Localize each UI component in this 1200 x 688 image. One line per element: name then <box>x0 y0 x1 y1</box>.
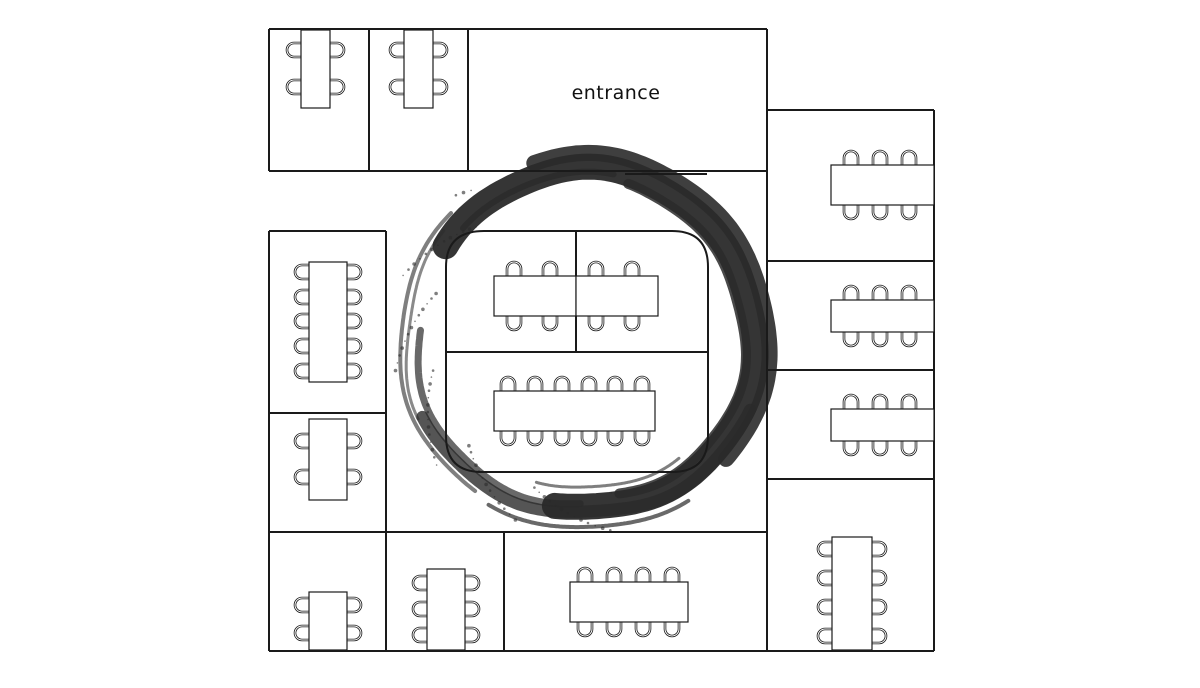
ink-speck <box>542 495 547 499</box>
ink-speck <box>424 252 428 256</box>
ink-speck <box>497 501 502 505</box>
table <box>575 275 659 317</box>
walls <box>268 28 935 652</box>
ink-speck <box>430 447 435 452</box>
table <box>300 29 331 109</box>
ink-speck <box>427 389 431 393</box>
table <box>569 581 689 623</box>
ink-speck <box>433 456 436 459</box>
ink-speck <box>426 403 430 407</box>
table <box>830 408 935 442</box>
ink-speck <box>437 244 439 246</box>
ink-speck <box>435 464 438 466</box>
ink-stroke <box>526 144 778 467</box>
ink-speck <box>448 235 453 240</box>
ink-speck <box>461 230 465 233</box>
ink-speck <box>426 425 431 429</box>
ink-speck <box>474 463 478 468</box>
ink-stroke <box>614 178 752 499</box>
ink-speck <box>484 482 488 487</box>
ink-speck <box>417 313 421 317</box>
ink-speck <box>600 526 605 530</box>
table <box>308 261 348 383</box>
ink-speck <box>427 418 429 421</box>
ink-speck <box>559 507 564 512</box>
ink-speck <box>470 189 472 192</box>
ink-speck <box>414 320 416 323</box>
ink-speck <box>493 496 496 498</box>
ink-speck <box>610 491 613 494</box>
ink-stroke <box>486 498 691 530</box>
ink-speck <box>454 193 458 197</box>
ink-speck <box>412 262 416 266</box>
ink-speck <box>554 504 557 507</box>
entrance-label: entrance <box>572 82 661 104</box>
table <box>830 164 935 206</box>
table <box>830 299 935 333</box>
ink-speck <box>396 362 399 364</box>
ink-speck <box>456 233 458 236</box>
ink-speck <box>467 443 471 448</box>
ink-speck <box>428 382 432 386</box>
ink-speck <box>488 489 492 492</box>
ink-speck <box>594 524 596 527</box>
ink-speck <box>407 268 410 271</box>
ink-speck <box>430 247 434 252</box>
ink-speck <box>427 396 430 399</box>
ink-speck <box>428 433 431 436</box>
ink-speck <box>475 226 477 228</box>
table <box>493 390 656 432</box>
ink-stroke <box>404 229 446 421</box>
ink-speck <box>503 507 506 511</box>
ink-speck <box>481 477 484 479</box>
table <box>308 591 348 651</box>
ink-speck <box>434 291 438 296</box>
table <box>493 275 577 317</box>
ink-speck <box>430 376 433 378</box>
ink-speck <box>431 369 435 372</box>
table <box>426 568 466 651</box>
ink-speck <box>430 297 433 300</box>
ink-speck <box>429 441 432 443</box>
table <box>831 536 873 651</box>
ink-speck <box>409 325 414 330</box>
ink-speck <box>586 521 590 525</box>
ink-speck <box>472 457 475 460</box>
ink-speck <box>421 307 425 312</box>
ink-speck <box>579 518 583 522</box>
ink-speck <box>513 518 518 522</box>
ink-speck <box>548 499 552 503</box>
furniture <box>285 29 935 651</box>
ink-speck <box>573 515 576 518</box>
ink-speck <box>400 346 405 350</box>
ink-speck <box>398 354 401 357</box>
ink-stroke <box>414 326 584 508</box>
ink-speck <box>609 529 612 532</box>
ink-speck <box>393 368 398 373</box>
ink-speck <box>406 332 410 336</box>
ink-stroke <box>432 153 769 520</box>
ink-speck <box>402 274 404 277</box>
ink-speck <box>419 258 421 260</box>
ink-speck <box>508 513 511 516</box>
ink-stroke <box>398 211 478 493</box>
ink-speck <box>469 450 473 454</box>
ink-speck <box>426 410 430 414</box>
ink-speck <box>442 240 446 243</box>
ink-ring-brush-stroke <box>393 144 778 532</box>
ink-speck <box>467 227 472 231</box>
ink-speck <box>533 486 536 489</box>
ink-speck <box>426 303 428 305</box>
central-private-room <box>445 230 709 473</box>
table <box>308 418 348 501</box>
table <box>403 29 434 109</box>
ink-speck <box>461 190 466 195</box>
ink-speck <box>404 340 406 342</box>
ink-speck <box>566 511 570 515</box>
ink-speck <box>538 491 540 494</box>
